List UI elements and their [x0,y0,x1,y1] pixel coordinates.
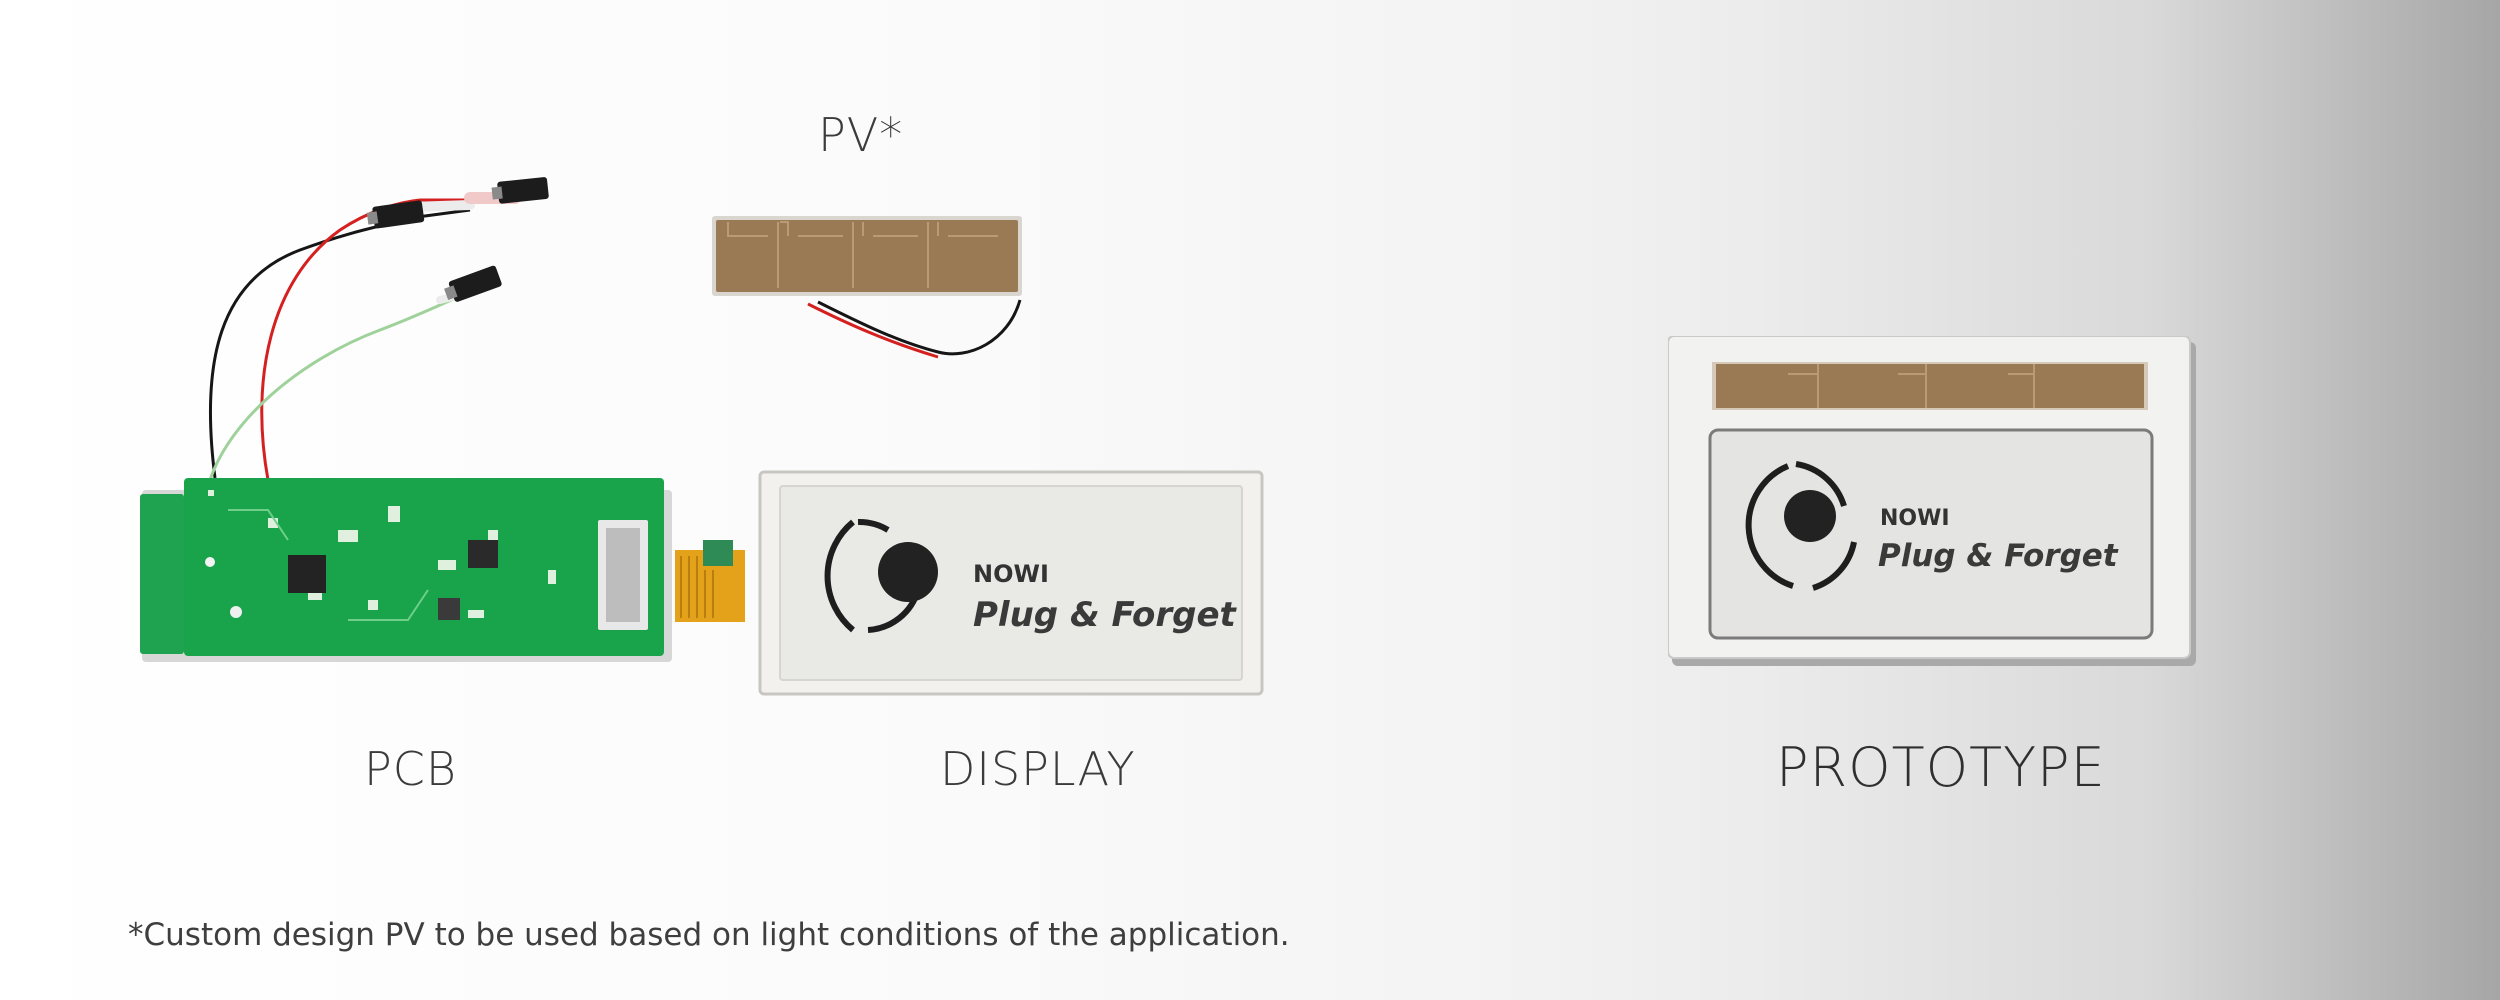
pv-label: PV* [818,108,904,162]
prototype-logo-icon [1745,461,1857,591]
display-tagline: Plug & Forget [973,595,1236,635]
display-label: DISPLAY [940,742,1136,796]
pcb-label: PCB [364,742,457,796]
prototype-label: PROTOTYPE [1776,736,2106,799]
eink-display: NOWI Plug & Forget [758,470,1264,696]
display-brand: NOWI [973,560,1049,588]
nowi-logo-icon [824,518,938,633]
footnote: *Custom design PV to be used based on li… [128,917,1290,953]
flex-cable [675,540,745,622]
prototype-tagline: Plug & Forget [1878,538,2118,574]
connector-top [491,177,549,204]
eink-display-frame [758,470,1264,696]
connector-middle [366,200,425,229]
connector-lower [444,265,502,302]
prototype-device: NOWI Plug & Forget [1668,336,2196,666]
prototype-frame [1668,336,2196,666]
pv-solar-cell [712,216,1022,359]
prototype-brand: NOWI [1880,506,1950,531]
pcb-board [140,478,672,662]
